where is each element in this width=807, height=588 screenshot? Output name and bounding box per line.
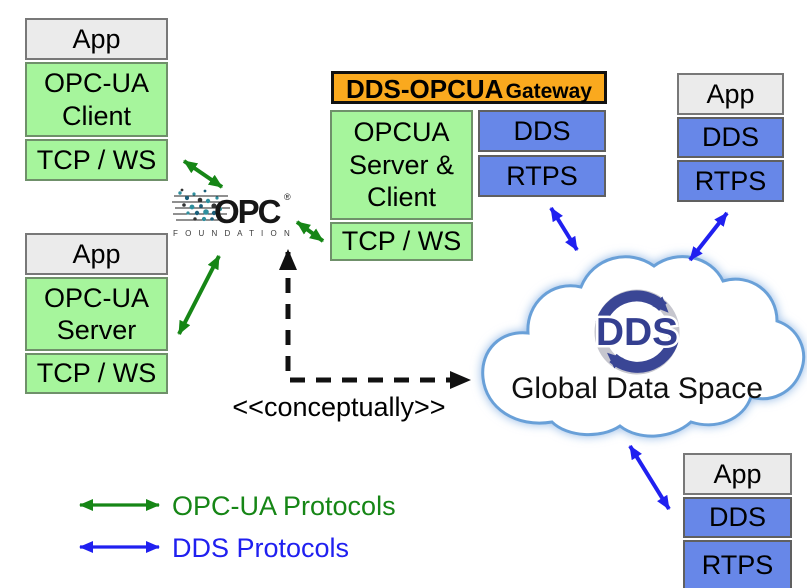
opcua-client-transport-box: TCP / WS [25,139,168,181]
opcua-server-transport-box: TCP / WS [25,353,168,394]
opcua-client-app-box: App [25,18,168,60]
opc-logo-registered-mark: ® [284,192,291,202]
dds-cloud: DDS Global Data Space [481,255,806,438]
dds-bottom-dds-box: DDS [683,497,792,538]
dds-right-dds-box: DDS [677,117,784,158]
dds-bottom-app-box: App [683,453,792,495]
dds-right-app-box: App [677,73,784,115]
gateway-header: DDS-OPCUA Gateway [331,71,607,104]
gateway-opcua-box: OPCUA Server & Client [330,110,473,220]
opcua-server-app-box: App [25,233,168,275]
opcua-server-layer-label: OPC-UA Server [43,282,149,345]
dds-bottom-rtps-box: RTPS [683,540,792,588]
dds-arrow-cloud-to-bottomstack [628,444,671,511]
gateway-rtps-box: RTPS [478,155,606,197]
legend-dds-label: DDS Protocols [172,533,350,563]
legend-opcua-label: OPC-UA Protocols [172,491,396,521]
opcua-client-layer-box: OPC-UA Client [25,62,168,137]
gateway-opcua-label: OPCUA Server & Client [348,117,455,213]
dds-right-rtps-box: RTPS [677,160,784,202]
conceptual-dashed-arrow [279,249,471,389]
opcua-server-layer-box: OPC-UA Server [25,277,168,351]
opc-foundation-label: F O U N D A T I O N [173,229,292,238]
particle-swoosh-icon [172,195,230,221]
gateway-transport-box: TCP / WS [330,222,473,261]
particle-dots-icon [178,188,222,222]
opcua-arrow-server-to-logo [177,255,221,335]
dds-arrow-gateway-to-cloud [549,206,579,252]
opcua-arrow-logo-to-gateway [295,220,325,243]
opcua-client-layer-label: OPC-UA Client [43,68,149,131]
gateway-dds-box: DDS [478,110,606,152]
opcua-arrow-client-to-logo [182,159,224,189]
cloud-caption: Global Data Space [511,372,763,405]
conceptually-label: <<conceptually>> [232,392,446,422]
cloud-shape [481,255,806,438]
dds-logo-text: DDS [596,311,678,354]
opc-foundation-logo: OPC ® F O U N D A T I O N [172,188,292,238]
opc-logo-text: OPC [214,193,281,230]
gateway-badge: Gateway [505,80,592,103]
gateway-title: DDS-OPCUA [346,74,504,104]
dds-logo-ring-icon: DDS [593,289,681,375]
